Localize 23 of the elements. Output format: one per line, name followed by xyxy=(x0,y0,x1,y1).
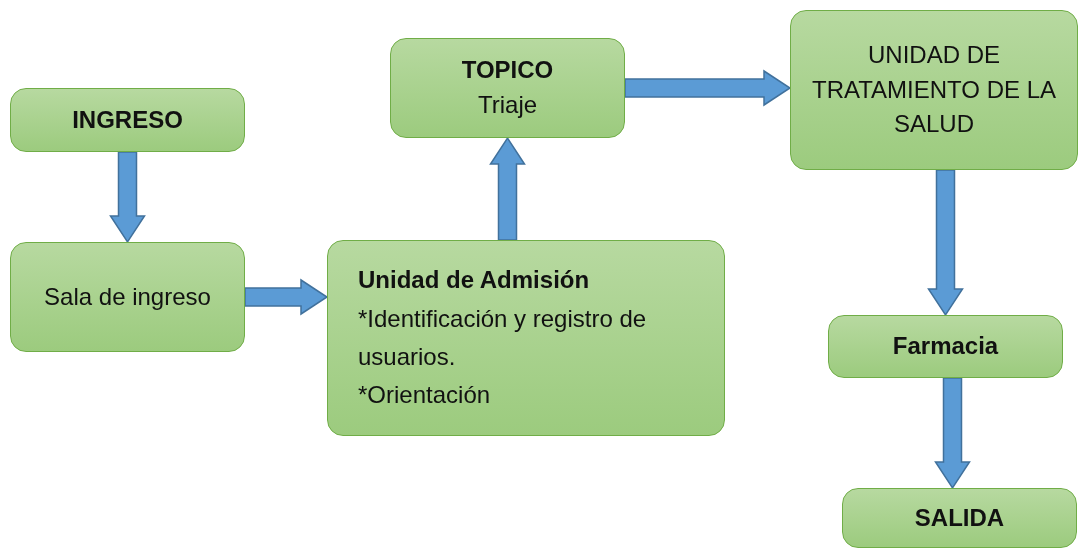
process-box xyxy=(327,240,725,436)
box-text: TOPICO xyxy=(461,55,554,86)
box-text: *Orientación xyxy=(358,380,491,411)
block-arrow xyxy=(934,377,971,490)
process-box xyxy=(10,88,245,152)
process-box xyxy=(10,242,245,352)
block-arrow xyxy=(109,151,146,244)
box-text: Triaje xyxy=(477,90,538,120)
block-arrow xyxy=(244,278,329,316)
box-text: INGRESO xyxy=(72,104,183,135)
block-arrow xyxy=(624,69,792,107)
process-box xyxy=(828,315,1063,378)
process-box xyxy=(842,488,1077,548)
process-box xyxy=(390,38,625,138)
block-arrow xyxy=(489,136,526,241)
box-text: *Identificación y registro de usuarios. xyxy=(358,303,648,372)
box-text: UNIDAD DE TRATAMIENTO DE LA SALUD xyxy=(811,39,1057,140)
block-arrow xyxy=(927,169,964,317)
box-text: Farmacia xyxy=(892,331,999,362)
box-text: SALIDA xyxy=(914,502,1005,533)
box-text: Unidad de Admisión xyxy=(358,265,590,296)
box-text: Sala de ingreso xyxy=(44,281,211,312)
process-box xyxy=(790,10,1078,170)
